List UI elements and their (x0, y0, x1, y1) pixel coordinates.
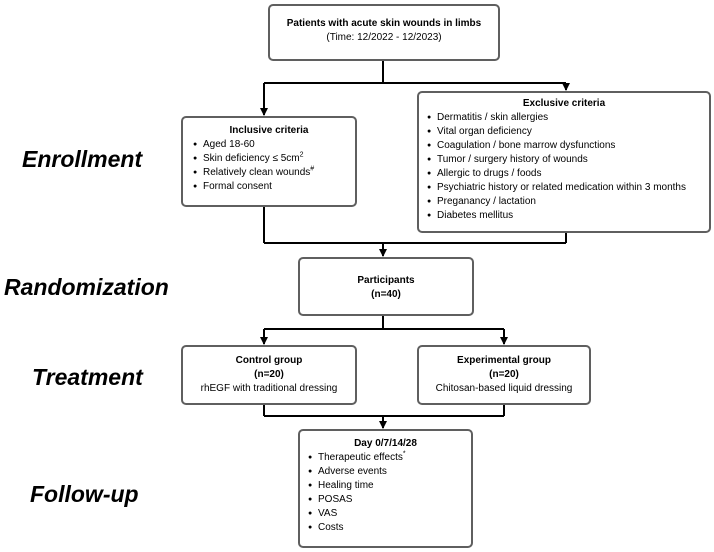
list-item: Healing time (308, 479, 471, 493)
list-item: Tumor / surgery history of wounds (427, 153, 709, 167)
list-item: Psychiatric history or related medicatio… (427, 181, 709, 195)
control-title: Control group (235, 355, 303, 366)
list-item: Preganancy / lactation (427, 195, 709, 209)
superscript: 2 (299, 151, 304, 159)
exclusive-criteria-box: Exclusive criteria Dermatitis / skin all… (417, 91, 711, 233)
experimental-title: Experimental group (457, 355, 551, 366)
stage-label-followup: Follow-up (30, 481, 139, 507)
patients-box: Patients with acute skin wounds in limbs… (268, 4, 500, 61)
patients-title: Patients with acute skin wounds in limbs (286, 18, 482, 29)
list-item: VAS (308, 507, 471, 521)
exclusive-title: Exclusive criteria (522, 98, 606, 109)
control-count: (n=20) (254, 369, 284, 380)
list-item: Skin deficiency ≤ 5cm2 (193, 152, 355, 166)
list-item: Adverse events (308, 465, 471, 479)
control-group-box: Control group (n=20) rhEGF with traditio… (181, 345, 357, 405)
participants-title: Participants (357, 275, 415, 286)
list-item: Allergic to drugs / foods (427, 167, 709, 181)
list-item: Costs (308, 521, 471, 535)
list-item: Relatively clean wounds# (193, 166, 355, 180)
stage-label-randomization: Randomization (4, 274, 169, 300)
participants-count: (n=40) (371, 289, 401, 300)
list-item: Coagulation / bone marrow dysfunctions (427, 139, 709, 153)
patients-time: (Time: 12/2022 - 12/2023) (326, 32, 442, 43)
experimental-group-box: Experimental group (n=20) Chitosan-based… (417, 345, 591, 405)
followup-list: Therapeutic effects* Adverse events Heal… (308, 451, 471, 535)
list-item: Formal consent (193, 180, 355, 194)
participants-box: Participants (n=40) (298, 257, 474, 316)
experimental-count: (n=20) (489, 369, 519, 380)
list-item: Dermatitis / skin allergies (427, 111, 709, 125)
list-item: Vital organ deficiency (427, 125, 709, 139)
control-desc: rhEGF with traditional dressing (200, 383, 338, 394)
list-item: Diabetes mellitus (427, 209, 709, 223)
superscript: # (310, 165, 315, 173)
experimental-desc: Chitosan-based liquid dressing (435, 383, 573, 394)
inclusive-title: Inclusive criteria (229, 125, 309, 136)
list-item: Therapeutic effects* (308, 451, 471, 465)
list-item: POSAS (308, 493, 471, 507)
superscript: * (402, 450, 406, 458)
exclusive-list: Dermatitis / skin allergies Vital organ … (427, 111, 709, 223)
inclusive-criteria-box: Inclusive criteria Aged 18-60 Skin defic… (181, 116, 357, 207)
list-item: Aged 18-60 (193, 138, 355, 152)
inclusive-list: Aged 18-60 Skin deficiency ≤ 5cm2 Relati… (193, 138, 355, 194)
followup-box: Day 0/7/14/28 Therapeutic effects* Adver… (298, 429, 473, 548)
stage-label-enrollment: Enrollment (22, 146, 143, 172)
stage-label-treatment: Treatment (32, 364, 143, 390)
followup-title: Day 0/7/14/28 (354, 438, 417, 449)
